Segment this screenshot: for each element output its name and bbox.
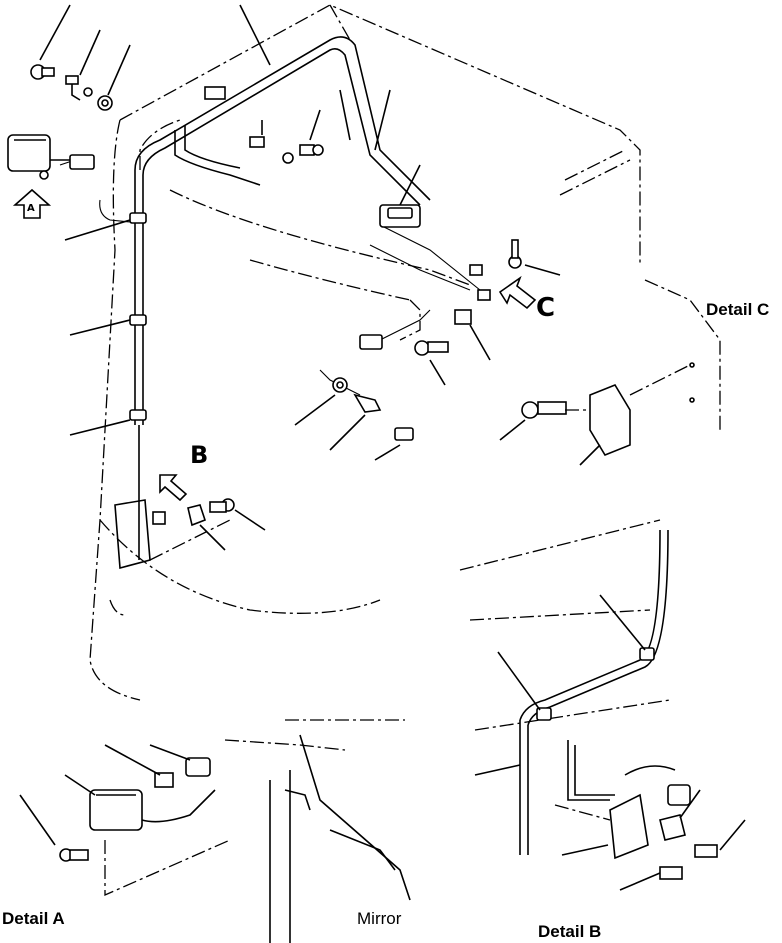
harness-clamps [129,212,147,421]
ceiling-connectors [204,4,421,228]
pillar-leaders [64,219,131,436]
view-b-arrow: B [159,441,208,502]
detail-a-label: Detail A [2,909,65,928]
view-c-letter: C [536,293,555,323]
view-a-letter: A [27,203,35,214]
mid-connectors [294,239,561,461]
relay-unit-a [7,134,95,180]
detail-b-label: Detail B [538,922,601,941]
detail-a-drawing [19,744,231,896]
mirror-area [224,719,411,943]
mirror-label: Mirror [357,909,402,928]
view-a-arrow: A [12,188,52,219]
lower-mount-parts [114,498,266,570]
detail-c-label: Detail C [706,300,769,319]
view-b-letter: B [190,441,208,469]
detail-b-drawing [459,519,746,891]
top-hardware [30,4,131,111]
cab-outline [89,4,721,701]
wire-harness [59,36,481,560]
view-c-arrow: C [498,275,555,323]
detail-c-bracket [499,362,695,466]
